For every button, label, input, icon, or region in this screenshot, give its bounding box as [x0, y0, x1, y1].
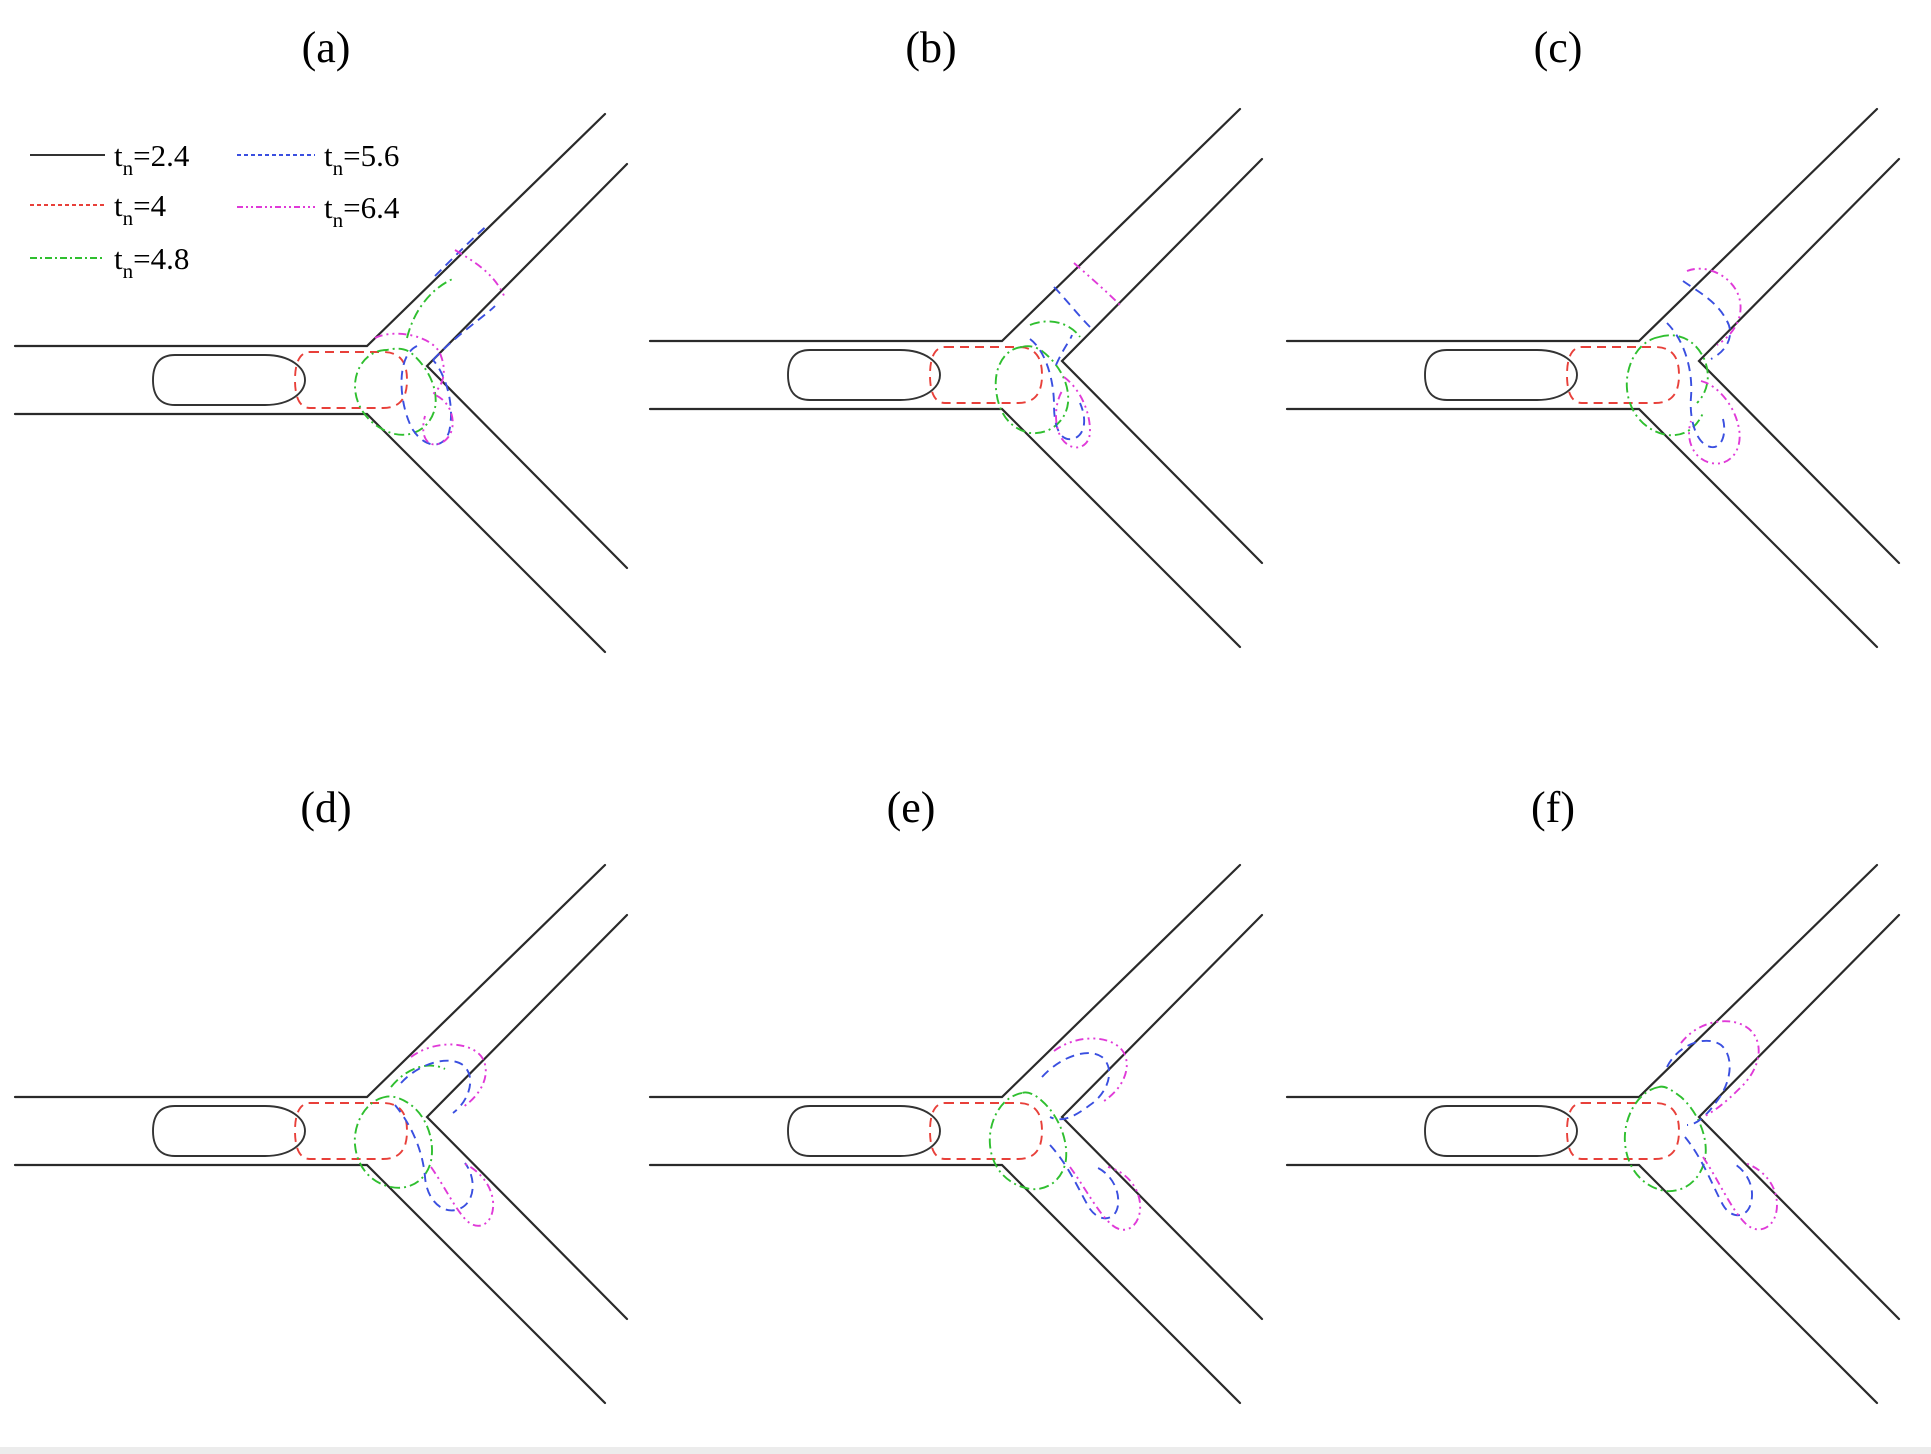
droplet-t4-8 [354, 277, 456, 436]
legend-item-t5-6: tn=5.6 [237, 138, 399, 180]
panel-d [13, 863, 629, 1405]
droplet-t2-4 [787, 349, 941, 401]
droplet-t6-4 [410, 1043, 494, 1227]
droplet-t4-8 [353, 1064, 446, 1189]
droplet-t6-4 [1055, 262, 1121, 449]
panel-label-f: (f) [1531, 783, 1575, 832]
droplet-t5-6 [1029, 286, 1091, 440]
droplet-t6-4 [1686, 267, 1742, 465]
droplet-t4 [294, 1102, 408, 1160]
panel-a [13, 112, 629, 654]
droplet-t5-6 [1666, 280, 1732, 448]
svg-text:tn=4.8: tn=4.8 [114, 241, 189, 283]
channel-walls [648, 863, 1264, 1405]
droplet-t6-4 [1053, 1037, 1141, 1231]
droplet-t2-4 [152, 354, 306, 406]
panel-label-b: (b) [905, 23, 956, 72]
droplet-t4 [1566, 346, 1680, 404]
svg-text:tn=2.4: tn=2.4 [114, 138, 190, 180]
legend-item-t6-4: tn=6.4 [237, 190, 400, 232]
droplet-t6-4 [374, 249, 506, 446]
bottom-border-strip [0, 1447, 1931, 1454]
legend: tn=2.4 tn=4 tn=4.8 tn=5.6 tn=6.4 [30, 138, 400, 283]
droplet-t4 [294, 351, 408, 409]
panel-e [648, 863, 1264, 1405]
legend-item-t4-8: tn=4.8 [30, 241, 189, 283]
panel-label-d: (d) [300, 783, 351, 832]
panel-c [1285, 107, 1901, 649]
droplet-t2-4 [1424, 1105, 1578, 1157]
droplet-t4-8 [1623, 1085, 1707, 1192]
panel-labels: (a) (b) (c) (d) (e) (f) [300, 23, 1582, 832]
droplet-t4 [929, 346, 1043, 404]
droplet-t5-6 [400, 223, 496, 446]
droplet-t4 [1566, 1102, 1680, 1160]
droplet-t6-4 [1680, 1020, 1778, 1231]
panel-label-e: (e) [887, 783, 936, 832]
panel-label-c: (c) [1534, 23, 1583, 72]
channel-walls [13, 112, 629, 654]
channel-walls [1285, 107, 1901, 649]
droplet-t5-6 [1666, 1039, 1753, 1217]
legend-item-t4: tn=4 [30, 188, 167, 230]
channel-walls [648, 107, 1264, 649]
svg-text:tn=5.6: tn=5.6 [324, 138, 399, 180]
panel-f [1285, 863, 1901, 1405]
droplet-t4-8 [994, 320, 1081, 434]
svg-text:tn=4: tn=4 [114, 188, 167, 230]
legend-item-t2-4: tn=2.4 [30, 138, 190, 180]
droplet-t4 [929, 1102, 1043, 1160]
panel-label-a: (a) [302, 23, 351, 72]
droplet-t2-4 [152, 1105, 306, 1157]
svg-text:tn=6.4: tn=6.4 [324, 190, 400, 232]
droplet-t5-6 [394, 1059, 474, 1212]
channel-walls [13, 863, 629, 1405]
droplet-t4-8 [1625, 334, 1709, 437]
droplet-t2-4 [1424, 349, 1578, 401]
droplet-t2-4 [787, 1105, 941, 1157]
droplet-t4-8 [988, 1091, 1068, 1190]
channel-walls [1285, 863, 1901, 1405]
panel-b [648, 107, 1264, 649]
